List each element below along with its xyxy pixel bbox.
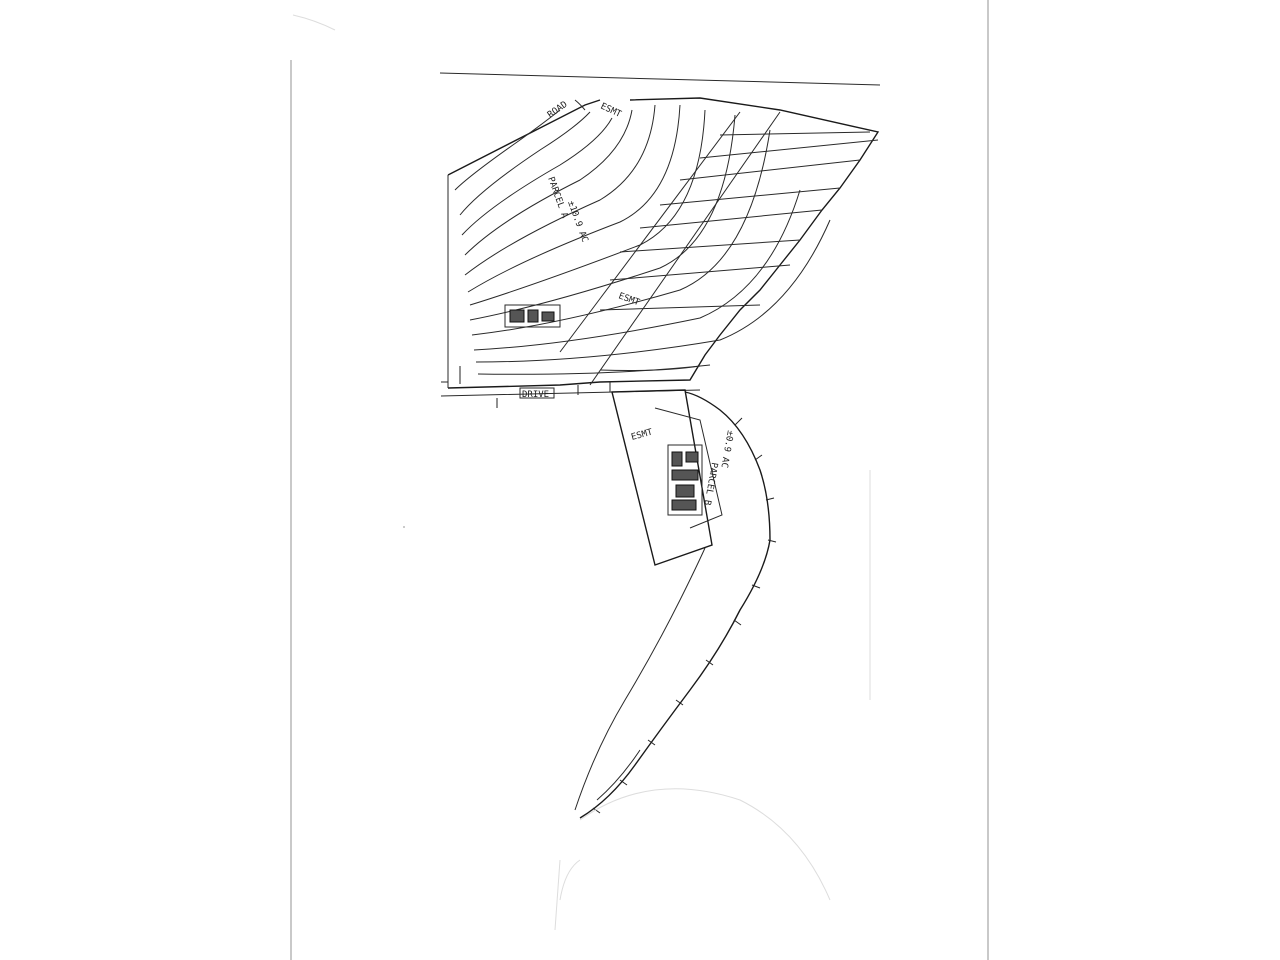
contour-lines	[454, 104, 831, 375]
parcel-b-boundary	[611, 389, 723, 566]
parcel-a-boundary	[440, 97, 880, 397]
access-road	[574, 391, 771, 819]
parcel-a-label: PARCEL A	[545, 176, 569, 221]
drive-label: DRIVE	[522, 390, 549, 400]
road-label: ROAD	[546, 100, 570, 121]
parcel-a-building	[504, 304, 561, 328]
lot-lines	[559, 111, 879, 386]
drive: DRIVE	[459, 366, 611, 408]
road-tick-marks	[592, 417, 777, 814]
top-boundary-line	[439, 72, 881, 86]
parcel-b-area-label: ±0.9 AC	[718, 429, 734, 468]
easement-label-3: ESMT	[630, 427, 654, 442]
scan-artifacts	[403, 526, 831, 931]
scan-edges	[290, 0, 989, 960]
parcel-a-label-group: PARCEL A ±10.9 AC ROAD ESMT ESMT	[545, 100, 641, 309]
parcel-b-label: PARCEL B	[702, 461, 719, 505]
easement-label-2: ESMT	[599, 102, 623, 120]
